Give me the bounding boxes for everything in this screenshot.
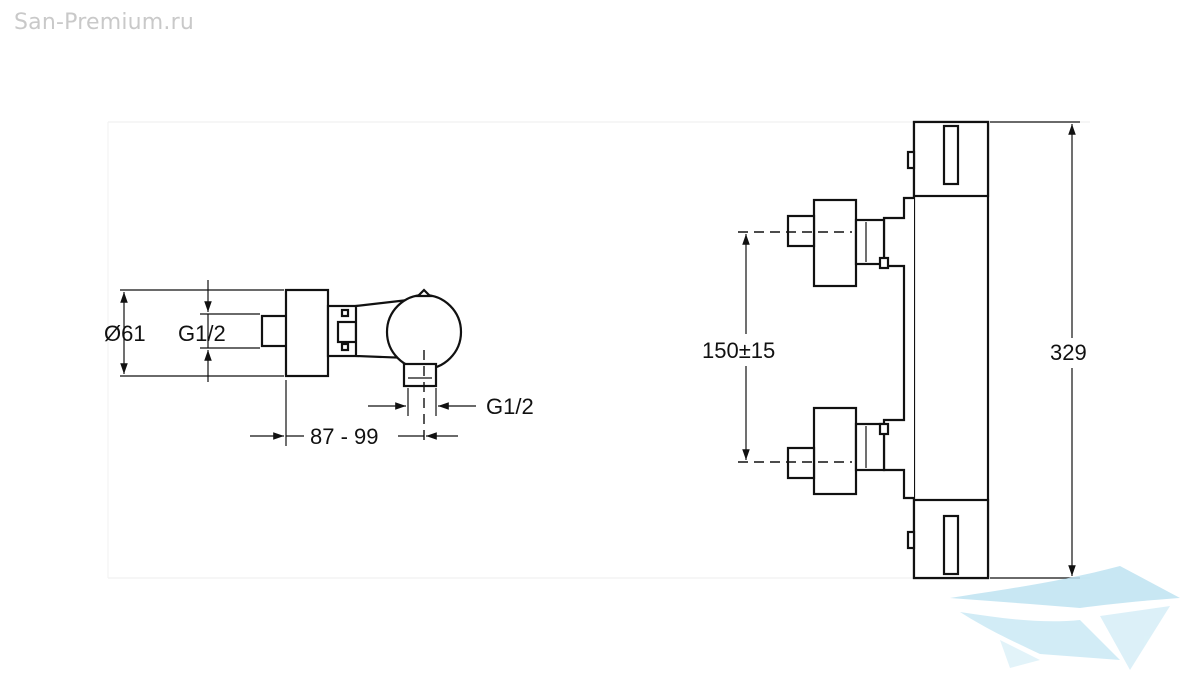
front-upper-stub <box>786 214 816 248</box>
front-top-handle-tab <box>906 150 916 170</box>
front-top-handle-grip <box>942 124 960 186</box>
spacing-label: 150±15 <box>702 338 775 363</box>
bathtub-logo-icon <box>950 566 1180 670</box>
spacing-label-bg <box>698 334 794 366</box>
front-upper-connector <box>812 198 858 288</box>
front-connecting-pipe <box>882 196 914 500</box>
side-bottom-outlet <box>402 362 438 388</box>
height-label-bg <box>1044 338 1098 368</box>
watermark-text: San-Premium.ru <box>14 10 195 35</box>
outlet-thread-label: G1/2 <box>486 394 534 419</box>
side-eccentric-block <box>284 288 330 378</box>
depth-label: 87 - 99 <box>310 424 379 449</box>
front-upper-screw <box>878 256 890 270</box>
front-lower-stub <box>786 446 816 480</box>
side-connector-screw-bottom <box>340 342 350 352</box>
diameter-label: Ø61 <box>104 321 146 346</box>
side-view: Ø61 G1/2 G1/2 87 - 99 <box>104 280 534 449</box>
front-bottom-handle-tab <box>906 530 916 550</box>
height-label: 329 <box>1050 340 1087 365</box>
front-bottom-handle-grip <box>942 514 960 576</box>
side-inlet-stub <box>260 314 290 348</box>
side-connector-core <box>336 320 358 344</box>
front-view: 150±15 329 <box>698 120 1098 580</box>
front-upper-nut <box>854 218 886 266</box>
side-connector-screw-top <box>340 308 350 318</box>
side-top-tip <box>415 288 433 298</box>
front-lower-screw <box>878 422 890 436</box>
front-lower-connector <box>812 406 858 496</box>
inlet-thread-label: G1/2 <box>178 321 226 346</box>
